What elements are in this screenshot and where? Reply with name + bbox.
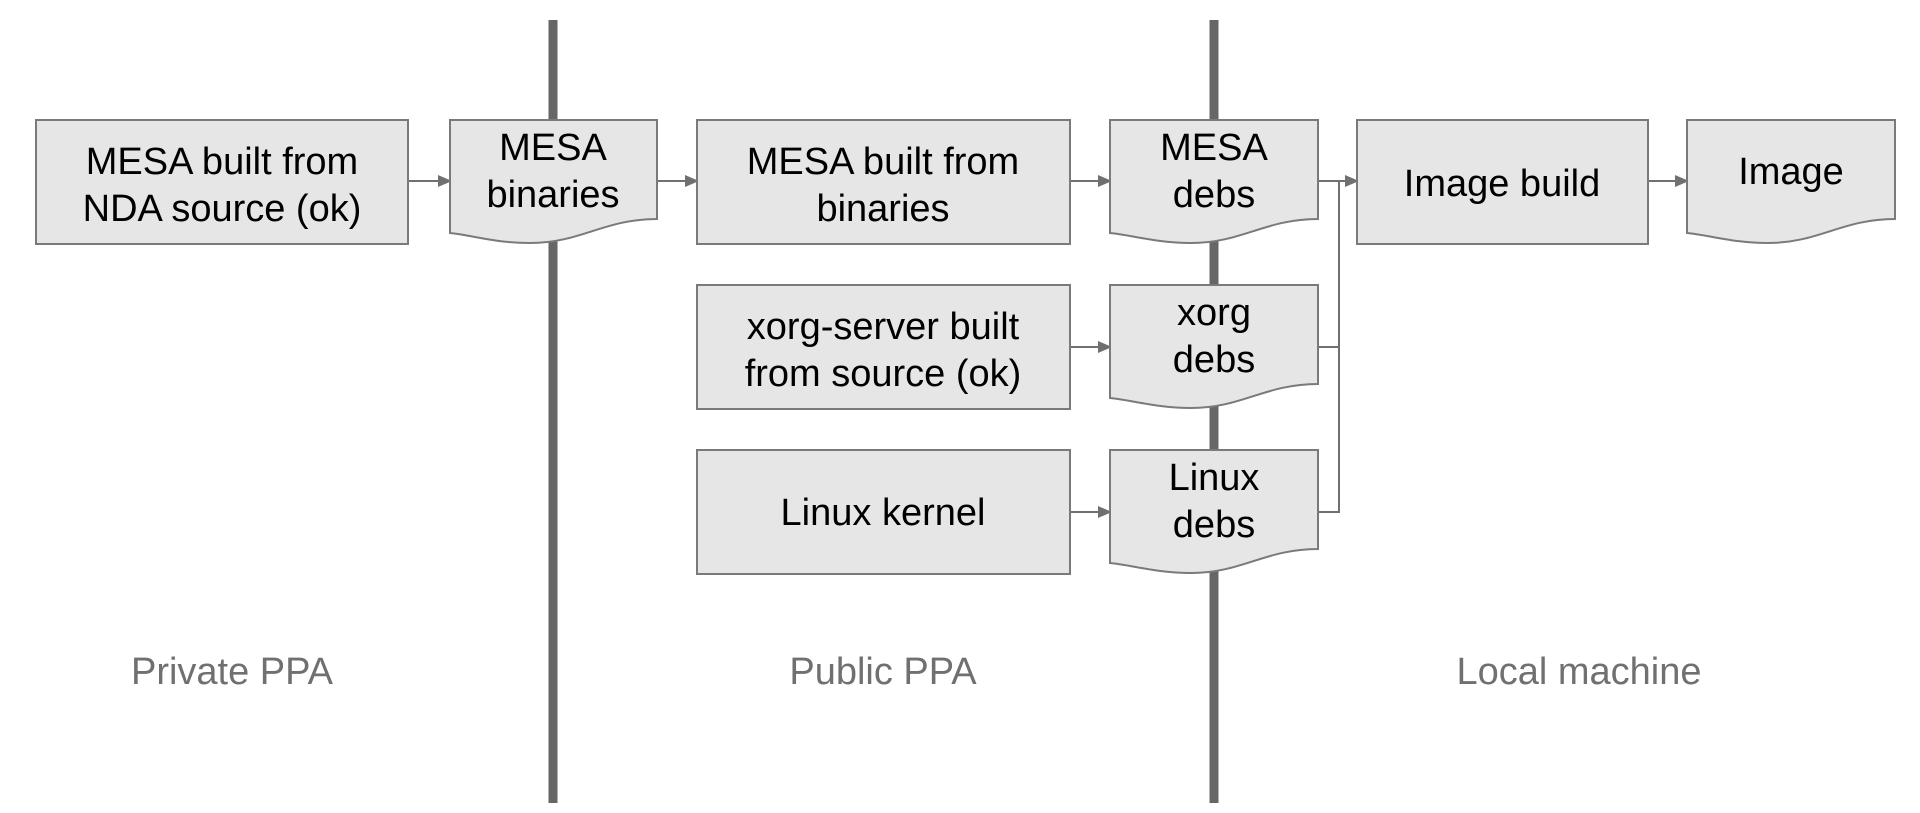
doc-image-line1: Image xyxy=(1738,151,1844,193)
node-image-build: Image build xyxy=(1356,119,1649,245)
doc-xorg-debs-line2: debs xyxy=(1173,339,1255,381)
node-xorg-server-line1: xorg-server built xyxy=(747,306,1020,348)
node-mesa-from-binaries: MESA built from binaries xyxy=(696,119,1071,245)
doc-mesa-binaries-line2: binaries xyxy=(486,174,619,216)
doc-image: Image xyxy=(1686,119,1896,245)
doc-mesa-binaries-line1: MESA xyxy=(499,127,607,169)
doc-mesa-debs-line1: MESA xyxy=(1160,127,1268,169)
doc-linux-debs: Linux debs xyxy=(1109,449,1319,575)
doc-mesa-binaries: MESA binaries xyxy=(449,119,658,245)
node-image-build-line1: Image build xyxy=(1404,163,1600,205)
node-mesa-nda-source: MESA built from NDA source (ok) xyxy=(35,119,409,245)
node-mesa-nda-source-line1: MESA built from xyxy=(86,141,358,183)
zone-label-private-ppa: Private PPA xyxy=(131,651,334,693)
doc-linux-debs-line2: debs xyxy=(1173,504,1255,546)
zone-label-public-ppa: Public PPA xyxy=(789,651,977,693)
connector-linux-debs-to-bus xyxy=(1318,181,1340,513)
doc-xorg-debs: xorg debs xyxy=(1109,284,1319,410)
node-linux-kernel: Linux kernel xyxy=(696,449,1071,575)
node-xorg-server: xorg-server built from source (ok) xyxy=(696,284,1071,410)
doc-mesa-debs: MESA debs xyxy=(1109,119,1319,245)
node-linux-kernel-line1: Linux kernel xyxy=(781,492,986,534)
doc-linux-debs-line1: Linux xyxy=(1169,457,1260,499)
doc-xorg-debs-line1: xorg xyxy=(1177,292,1251,334)
node-mesa-nda-source-line2: NDA source (ok) xyxy=(83,188,362,230)
zone-label-local-machine: Local machine xyxy=(1456,651,1701,693)
node-mesa-from-binaries-line2: binaries xyxy=(816,188,949,230)
node-xorg-server-line2: from source (ok) xyxy=(745,353,1022,395)
node-mesa-from-binaries-line1: MESA built from xyxy=(747,141,1019,183)
connector-xorg-debs-to-bus xyxy=(1318,181,1340,348)
doc-mesa-debs-line2: debs xyxy=(1173,174,1255,216)
